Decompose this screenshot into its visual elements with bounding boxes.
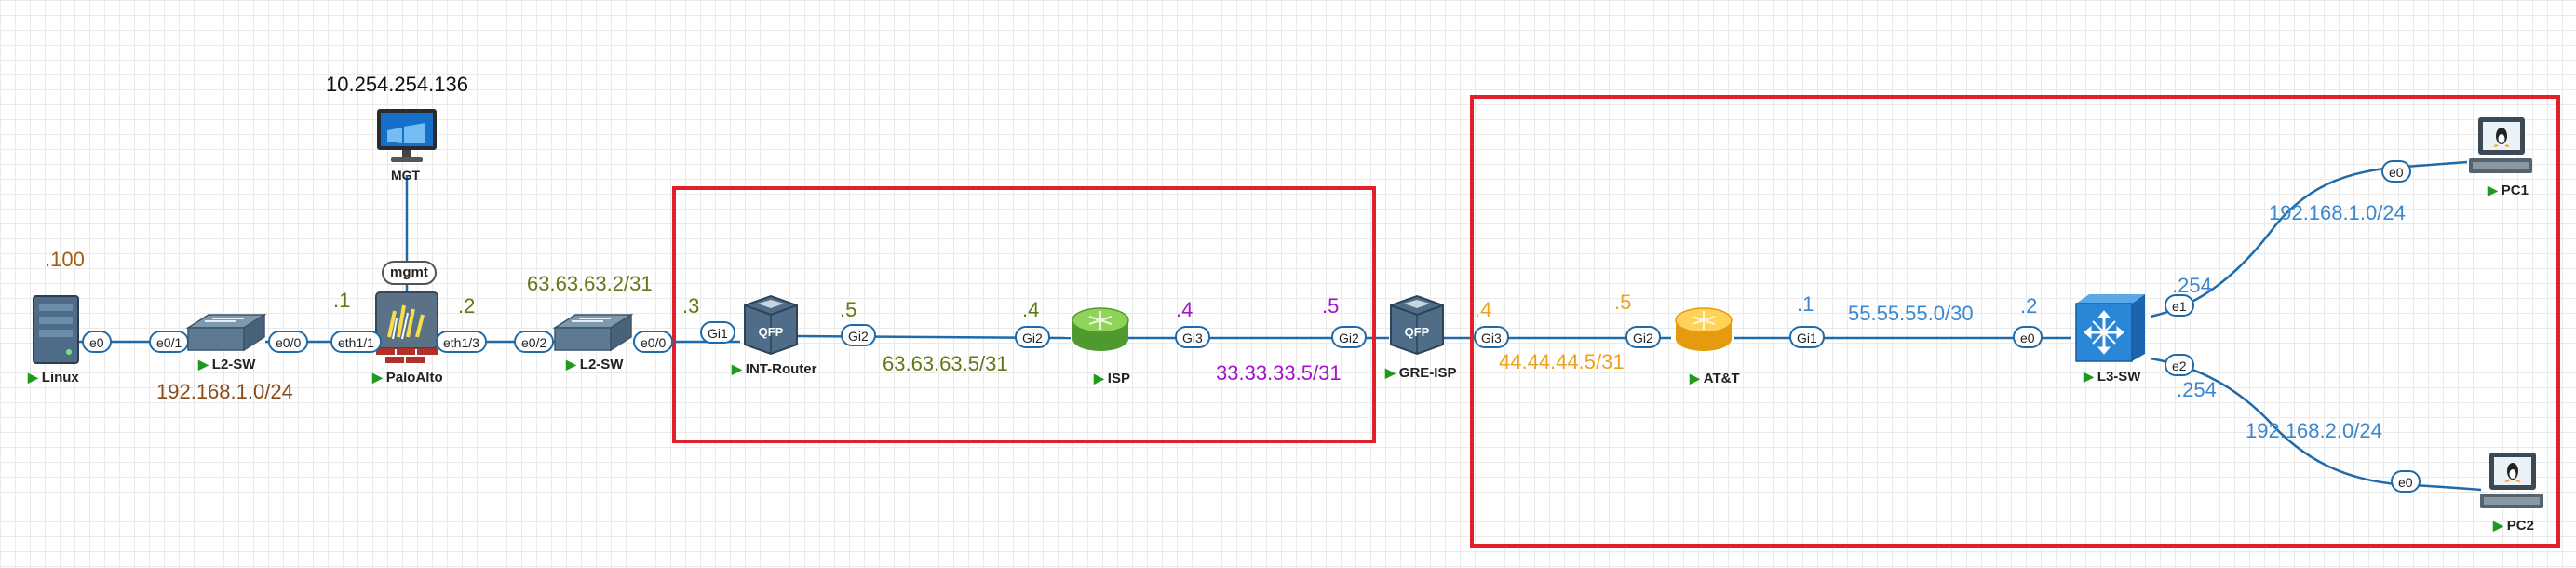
- switch-icon[interactable]: [551, 311, 635, 356]
- pa-outside-ip: .2: [458, 294, 476, 318]
- port-pc1-e0[interactable]: e0: [2381, 160, 2411, 183]
- isp-left-subnet-label: 63.63.63.5/31: [883, 352, 1008, 375]
- port-pc2-e0[interactable]: e0: [2391, 470, 2421, 493]
- monitor-icon[interactable]: [374, 106, 439, 166]
- gre-gi3-ip: .4: [1475, 298, 1492, 321]
- pc-icon[interactable]: [2465, 115, 2536, 179]
- link-l3sw-pc2: [2150, 357, 2482, 492]
- isp-right-subnet-label: 33.33.33.5/31: [1216, 361, 1342, 385]
- zone-isp-core: [672, 186, 1376, 443]
- port-att-gi1[interactable]: Gi1: [1789, 326, 1825, 348]
- mgt-label: MGT: [391, 168, 421, 183]
- svg-text:QFP: QFP: [759, 325, 784, 339]
- pc1-subnet-label: 192.168.1.0/24: [2269, 201, 2406, 224]
- router-qfp-icon[interactable]: QFP: [741, 292, 801, 358]
- intr-gi2-ip: .5: [840, 298, 857, 321]
- linux-ip-label: .100: [45, 248, 85, 271]
- pa-inside-ip: .1: [333, 289, 351, 312]
- port-pa-mgmt[interactable]: mgmt: [382, 261, 437, 285]
- start-icon: ▶: [1385, 365, 1396, 380]
- start-icon: ▶: [198, 357, 209, 372]
- l3sw-e1-ip: .254: [2172, 274, 2212, 297]
- start-icon: ▶: [1690, 371, 1700, 385]
- isp-gi2-ip: .4: [1022, 298, 1040, 321]
- start-icon: ▶: [732, 361, 742, 376]
- port-linux-e0[interactable]: e0: [82, 331, 112, 353]
- port-isp-gi2[interactable]: Gi2: [1015, 326, 1050, 348]
- start-icon: ▶: [566, 357, 576, 372]
- start-icon: ▶: [2493, 518, 2503, 533]
- start-icon: ▶: [1094, 371, 1104, 385]
- greisp-label: ▶GRE-ISP: [1385, 365, 1457, 381]
- zone-att-site: [1470, 95, 2560, 548]
- router-icon[interactable]: [1071, 304, 1130, 354]
- mgt-ip-label: 10.254.254.136: [326, 73, 468, 96]
- router-qfp-icon[interactable]: QFP: [1387, 292, 1447, 358]
- pc-icon[interactable]: [2476, 451, 2547, 514]
- port-gre-gi2[interactable]: Gi2: [1331, 326, 1367, 348]
- intr-gi1-ip: .3: [682, 294, 700, 318]
- port-pa-eth11[interactable]: eth1/1: [330, 331, 382, 353]
- port-l2sw1-e00[interactable]: e0/0: [268, 331, 309, 353]
- port-l2sw1-e01[interactable]: e0/1: [149, 331, 190, 353]
- start-icon: ▶: [372, 370, 383, 385]
- core-subnet-label: 55.55.55.0/30: [1848, 302, 1974, 325]
- pa-wan-subnet-label: 63.63.63.2/31: [527, 272, 653, 295]
- port-l3sw-e0[interactable]: e0: [2013, 326, 2043, 348]
- pc1-label: ▶PC1: [2488, 183, 2529, 198]
- router-icon[interactable]: [1674, 304, 1733, 354]
- start-icon: ▶: [2084, 369, 2094, 384]
- port-gre-gi3[interactable]: Gi3: [1474, 326, 1509, 348]
- pc2-subnet-label: 192.168.2.0/24: [2246, 419, 2382, 442]
- port-intr-gi1[interactable]: Gi1: [700, 321, 735, 344]
- isp-label: ▶ISP: [1094, 371, 1130, 386]
- l3sw-e0-ip: .2: [2020, 294, 2038, 318]
- att-gi2-ip: .5: [1614, 291, 1632, 314]
- firewall-icon[interactable]: [374, 291, 439, 365]
- att-subnet-label: 44.44.44.5/31: [1499, 350, 1625, 373]
- port-isp-gi3[interactable]: Gi3: [1175, 326, 1210, 348]
- l3sw-label: ▶L3-SW: [2084, 369, 2141, 385]
- att-gi1-ip: .1: [1797, 292, 1814, 316]
- linux-label: ▶Linux: [28, 370, 79, 385]
- svg-text:QFP: QFP: [1405, 325, 1430, 339]
- introuter-label: ▶INT-Router: [732, 361, 817, 377]
- l2sw1-label: ▶L2-SW: [198, 357, 256, 372]
- port-l3sw-e1[interactable]: e1: [2165, 294, 2194, 317]
- link-l3sw-pc1: [2150, 160, 2468, 318]
- port-l3sw-e2[interactable]: e2: [2165, 354, 2194, 376]
- port-pa-eth13[interactable]: eth1/3: [436, 331, 487, 353]
- start-icon: ▶: [2488, 183, 2498, 197]
- port-att-gi2[interactable]: Gi2: [1625, 326, 1661, 348]
- port-intr-gi2[interactable]: Gi2: [841, 324, 876, 346]
- switch-icon[interactable]: [184, 311, 268, 356]
- pc2-label: ▶PC2: [2493, 518, 2534, 534]
- att-label: ▶AT&T: [1690, 371, 1740, 386]
- paloalto-label: ▶PaloAlto: [372, 370, 443, 385]
- lan-subnet-label: 192.168.1.0/24: [156, 380, 293, 403]
- start-icon: ▶: [28, 370, 38, 385]
- gre-gi2-ip: .5: [1322, 294, 1340, 318]
- server-icon[interactable]: [32, 294, 80, 365]
- l3sw-e2-ip: .254: [2177, 378, 2217, 401]
- l3-switch-icon[interactable]: [2070, 292, 2149, 363]
- port-l2sw2-e02[interactable]: e0/2: [514, 331, 555, 353]
- isp-gi3-ip: .4: [1176, 298, 1194, 321]
- port-l2sw2-e00[interactable]: e0/0: [633, 331, 674, 353]
- l2sw2-label: ▶L2-SW: [566, 357, 624, 372]
